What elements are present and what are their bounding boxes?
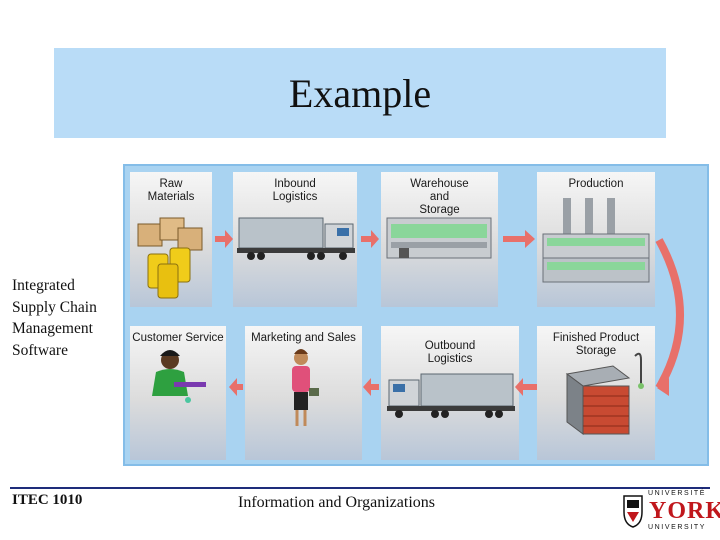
footer-course-title: Information and Organizations — [238, 494, 435, 511]
boxes-barrels-icon — [137, 217, 203, 299]
stage-customer-service: Customer Service — [130, 326, 226, 460]
slide-title: Example — [288, 70, 432, 116]
crest-icon — [623, 495, 643, 528]
york-university-logo: UNIVERSITÉ YORK UNIVERSITY — [622, 490, 720, 534]
stage-production: Production — [537, 172, 655, 307]
stage-label: Marketing and Sales — [251, 332, 356, 344]
stage-label: Inbound Logistics — [272, 178, 318, 203]
logo-top-text: UNIVERSITÉ — [648, 490, 707, 497]
side-label-text: Integrated Supply Chain Management Softw… — [12, 277, 97, 359]
customer-service-agent-icon — [152, 350, 206, 403]
curved-arrow-icon — [655, 238, 684, 391]
supply-chain-diagram: Raw Materials Inbound Logistics Warehous… — [123, 164, 709, 466]
arrow-left-icon — [229, 378, 243, 396]
title-bar: Example — [54, 48, 666, 138]
logo-main-text: YORK — [649, 498, 720, 524]
stage-inbound-logistics: Inbound Logistics — [233, 172, 357, 307]
truck-icon — [237, 217, 355, 260]
arrow-left-icon — [363, 378, 379, 396]
footer-divider — [10, 487, 710, 489]
stage-outbound-logistics: Outbound Logistics — [381, 326, 519, 460]
storage-unit-icon — [565, 352, 644, 435]
factory-icon — [542, 198, 650, 283]
warehouse-icon — [386, 217, 492, 259]
truck-icon — [387, 373, 515, 418]
stage-warehouse-storage: Warehouse and Storage — [381, 172, 498, 307]
salesperson-icon — [292, 349, 319, 426]
stage-marketing-sales: Marketing and Sales — [245, 326, 362, 460]
stage-label: Finished Product Storage — [552, 332, 640, 357]
arrow-left-icon — [515, 378, 537, 396]
flow-arrows — [215, 230, 684, 396]
stage-finished-product-storage: Finished Product Storage — [537, 326, 655, 460]
stage-label: Production — [568, 178, 624, 190]
stage-label: Outbound Logistics — [424, 340, 476, 365]
arrow-right-icon — [361, 230, 379, 248]
footer-course-code: ITEC 1010 — [12, 492, 83, 508]
side-label: Integrated Supply Chain Management Softw… — [12, 275, 124, 361]
arrow-left-icon — [657, 378, 669, 396]
logo-bottom-text: UNIVERSITY — [648, 524, 707, 531]
arrow-right-icon — [503, 230, 535, 248]
stage-label: Warehouse and Storage — [410, 178, 469, 216]
stage-label: Customer Service — [132, 332, 224, 344]
arrow-right-icon — [215, 230, 233, 248]
stage-label: Raw Materials — [147, 178, 195, 203]
stage-raw-materials: Raw Materials — [130, 172, 212, 307]
